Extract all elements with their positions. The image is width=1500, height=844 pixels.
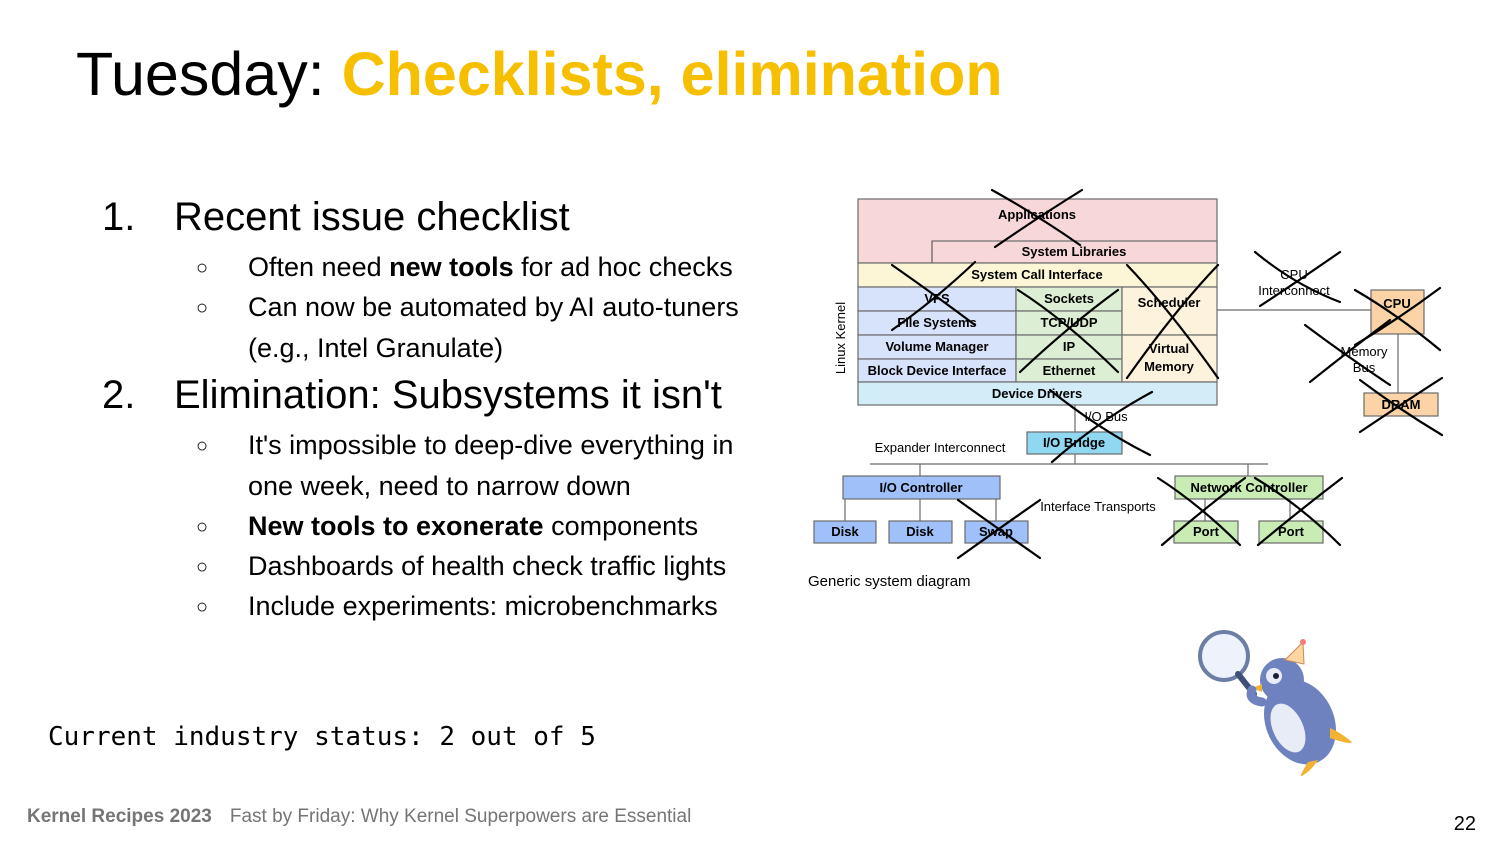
virtual-label: Virtual [1149, 341, 1189, 356]
slide-title: Tuesday: Checklists, elimination [76, 38, 1003, 110]
bullet-text: one week, need to narrow down [248, 471, 631, 501]
bullet-strong: New tools to exonerate [248, 511, 544, 541]
volume-manager-label: Volume Manager [885, 339, 988, 354]
ethernet-label: Ethernet [1043, 363, 1096, 378]
penguin-detective-icon [1198, 630, 1352, 777]
port-label-2: Port [1278, 524, 1305, 539]
port-label-1: Port [1193, 524, 1220, 539]
port-box-2 [1258, 520, 1324, 544]
device-drivers-label: Device Drivers [992, 386, 1082, 401]
memory-label: Memory [1144, 359, 1195, 374]
device-drivers-box [857, 381, 1218, 406]
bullet-text: Can now be automated by AI auto-tuners [248, 292, 739, 322]
virtual-memory-box [1121, 334, 1218, 383]
title-prefix: Tuesday: [76, 40, 342, 108]
file-systems-label: File Systems [897, 315, 977, 330]
applications-label: Applications [998, 207, 1076, 222]
bullet-text: Dashboards of health check traffic light… [248, 551, 727, 581]
list-number: 1. [102, 195, 136, 239]
kernel-label: Linux Kernel [833, 302, 848, 374]
bullet-icon: ○ [196, 516, 209, 538]
disk-label-1: Disk [831, 524, 859, 539]
io-controller-box [842, 475, 1001, 500]
io-bus-label: I/O Bus [1084, 409, 1128, 424]
bullet-text: components [543, 511, 699, 541]
system-libraries-label: System Libraries [1022, 244, 1127, 259]
footer-event: Kernel Recipes 2023 [27, 806, 212, 827]
bullet-text: Include experiments: microbenchmarks [248, 591, 718, 621]
block-device-label: Block Device Interface [868, 363, 1007, 378]
cpu-interconnect-label-2: Interconnect [1258, 283, 1330, 298]
diagram-caption: Generic system diagram [808, 573, 971, 590]
scheduler-label: Scheduler [1138, 295, 1201, 310]
bullet-icon: ○ [196, 257, 209, 279]
slide-footer: Kernel Recipes 2023 Fast by Friday: Why K… [27, 806, 691, 828]
volume-manager-box [857, 334, 1017, 360]
expander-label: Expander Interconnect [875, 440, 1006, 455]
ip-box [1015, 334, 1123, 360]
industry-status: Current industry status: 2 out of 5 [48, 722, 596, 752]
footer-talk: Fast by Friday: Why Kernel Superpowers a… [229, 806, 692, 827]
tcp-udp-label: TCP/UDP [1040, 315, 1097, 330]
title-accent: Checklists, elimination [341, 40, 1003, 108]
vfs-box [857, 286, 1017, 312]
bullet-strong: new tools [389, 252, 514, 282]
sockets-label: Sockets [1044, 291, 1094, 306]
syscall-label: System Call Interface [971, 267, 1103, 282]
list-item-text: Recent issue checklist [174, 195, 570, 239]
network-controller-label: Network Controller [1190, 480, 1307, 495]
disk-label-2: Disk [906, 524, 934, 539]
interface-transports-label: Interface Transports [1040, 499, 1156, 514]
list-item-text: Elimination: Subsystems it isn't [174, 373, 722, 417]
file-systems-box [857, 310, 1017, 336]
bullet-text: for ad hoc checks [513, 252, 733, 282]
bullet-text: Often need [248, 252, 390, 282]
bullet-icon: ○ [196, 596, 209, 618]
disk-box-1 [813, 520, 877, 544]
cpu-label: CPU [1383, 296, 1410, 311]
list-number: 2. [102, 373, 136, 417]
bullet-icon: ○ [196, 297, 209, 319]
scheduler-box [1121, 286, 1218, 336]
bullet-text: It's impossible to deep-dive everything … [248, 430, 734, 460]
network-controller-box [1174, 475, 1324, 500]
page-number: 22 [1453, 813, 1476, 835]
bullet-text: (e.g., Intel Granulate) [248, 333, 504, 363]
cross-out-marks [890, 188, 1444, 560]
bullet-icon: ○ [196, 556, 209, 578]
ip-label: IP [1063, 339, 1076, 354]
io-controller-label: I/O Controller [879, 480, 962, 495]
disk-box-2 [888, 520, 953, 544]
bullet-icon: ○ [196, 435, 209, 457]
